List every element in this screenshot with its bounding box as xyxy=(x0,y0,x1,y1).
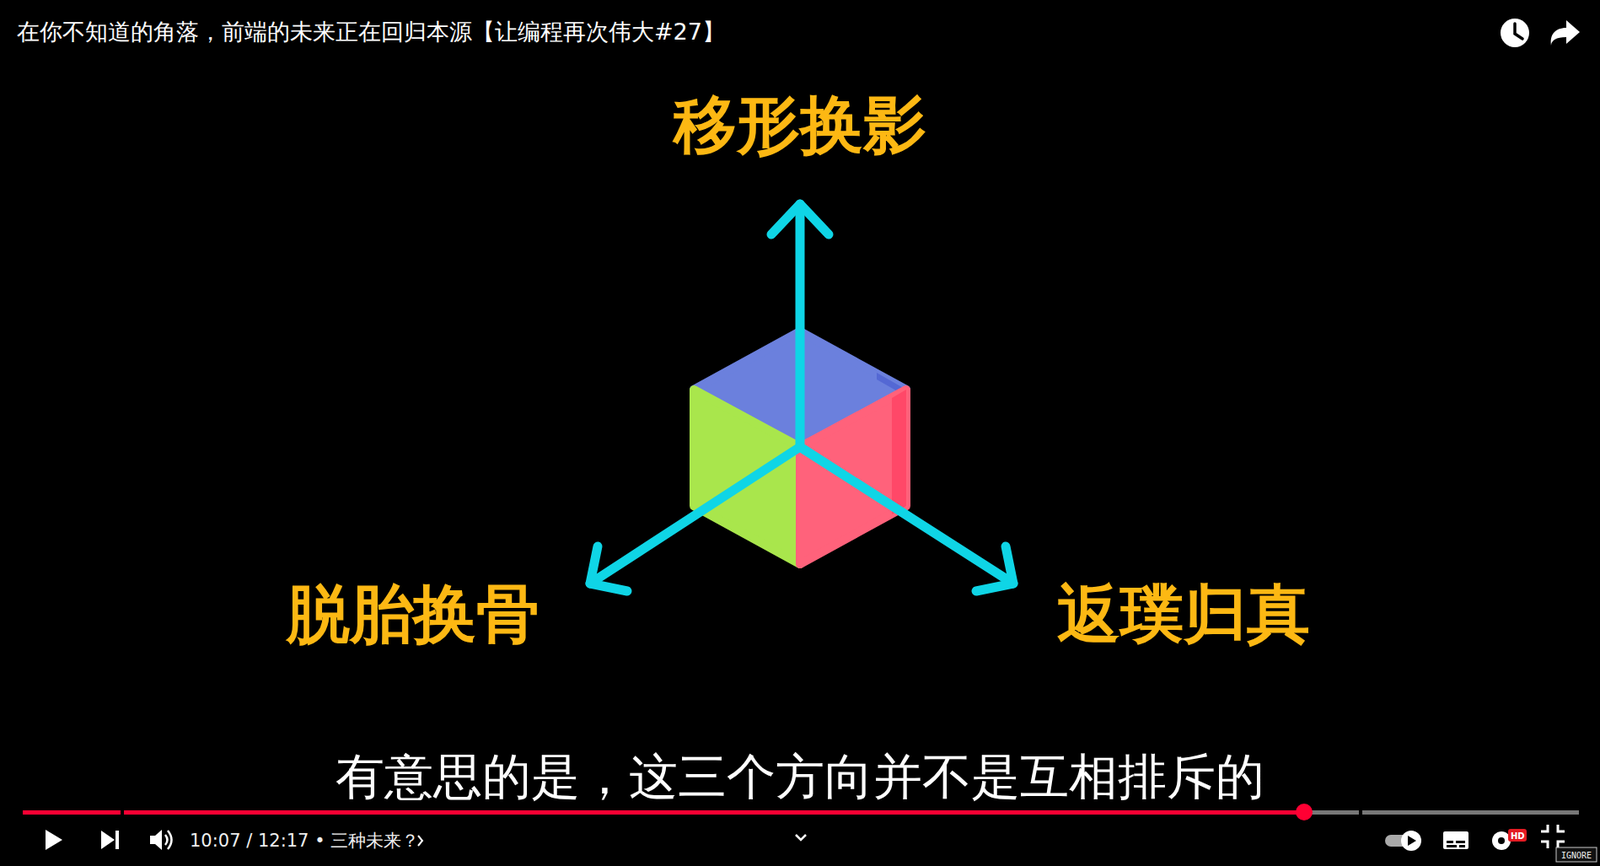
hd-badge: HD xyxy=(1510,831,1525,841)
ignore-badge xyxy=(1556,847,1597,862)
expand-chevron xyxy=(795,834,806,840)
axis-label-text: 脱胎换骨 xyxy=(286,577,540,650)
axis-label: 移形换影 xyxy=(673,88,927,162)
play-icon xyxy=(45,829,63,850)
subtitles-icon xyxy=(1443,831,1469,849)
exit-fullscreen-icon xyxy=(1540,824,1565,849)
axis-label: 返璞归真 xyxy=(1057,577,1311,650)
volume-icon xyxy=(150,829,172,850)
ignore-text: IGNORE xyxy=(1561,850,1592,860)
axis-label: 脱胎换骨 xyxy=(286,577,540,650)
time-display: 10:07 / 12:17 • 三种未来？ xyxy=(189,828,419,853)
watch-later-icon xyxy=(1500,18,1530,48)
progress-bar xyxy=(22,803,1579,821)
axis-arrows xyxy=(590,204,1014,591)
axis-label-text: 移形换影 xyxy=(673,88,927,162)
axis-label-text: 返璞归真 xyxy=(1057,577,1311,650)
subtitle-caption: 有意思的是，这三个方向并不是互相排斥的 xyxy=(335,750,1265,805)
video-title: 在你不知道的角落，前端的未来正在回归本源【让编程再次伟大#27】 xyxy=(16,16,725,48)
share-icon xyxy=(1551,20,1580,46)
autoplay-toggle xyxy=(1385,830,1422,851)
settings-icon xyxy=(1492,828,1527,850)
next-icon xyxy=(101,830,119,849)
